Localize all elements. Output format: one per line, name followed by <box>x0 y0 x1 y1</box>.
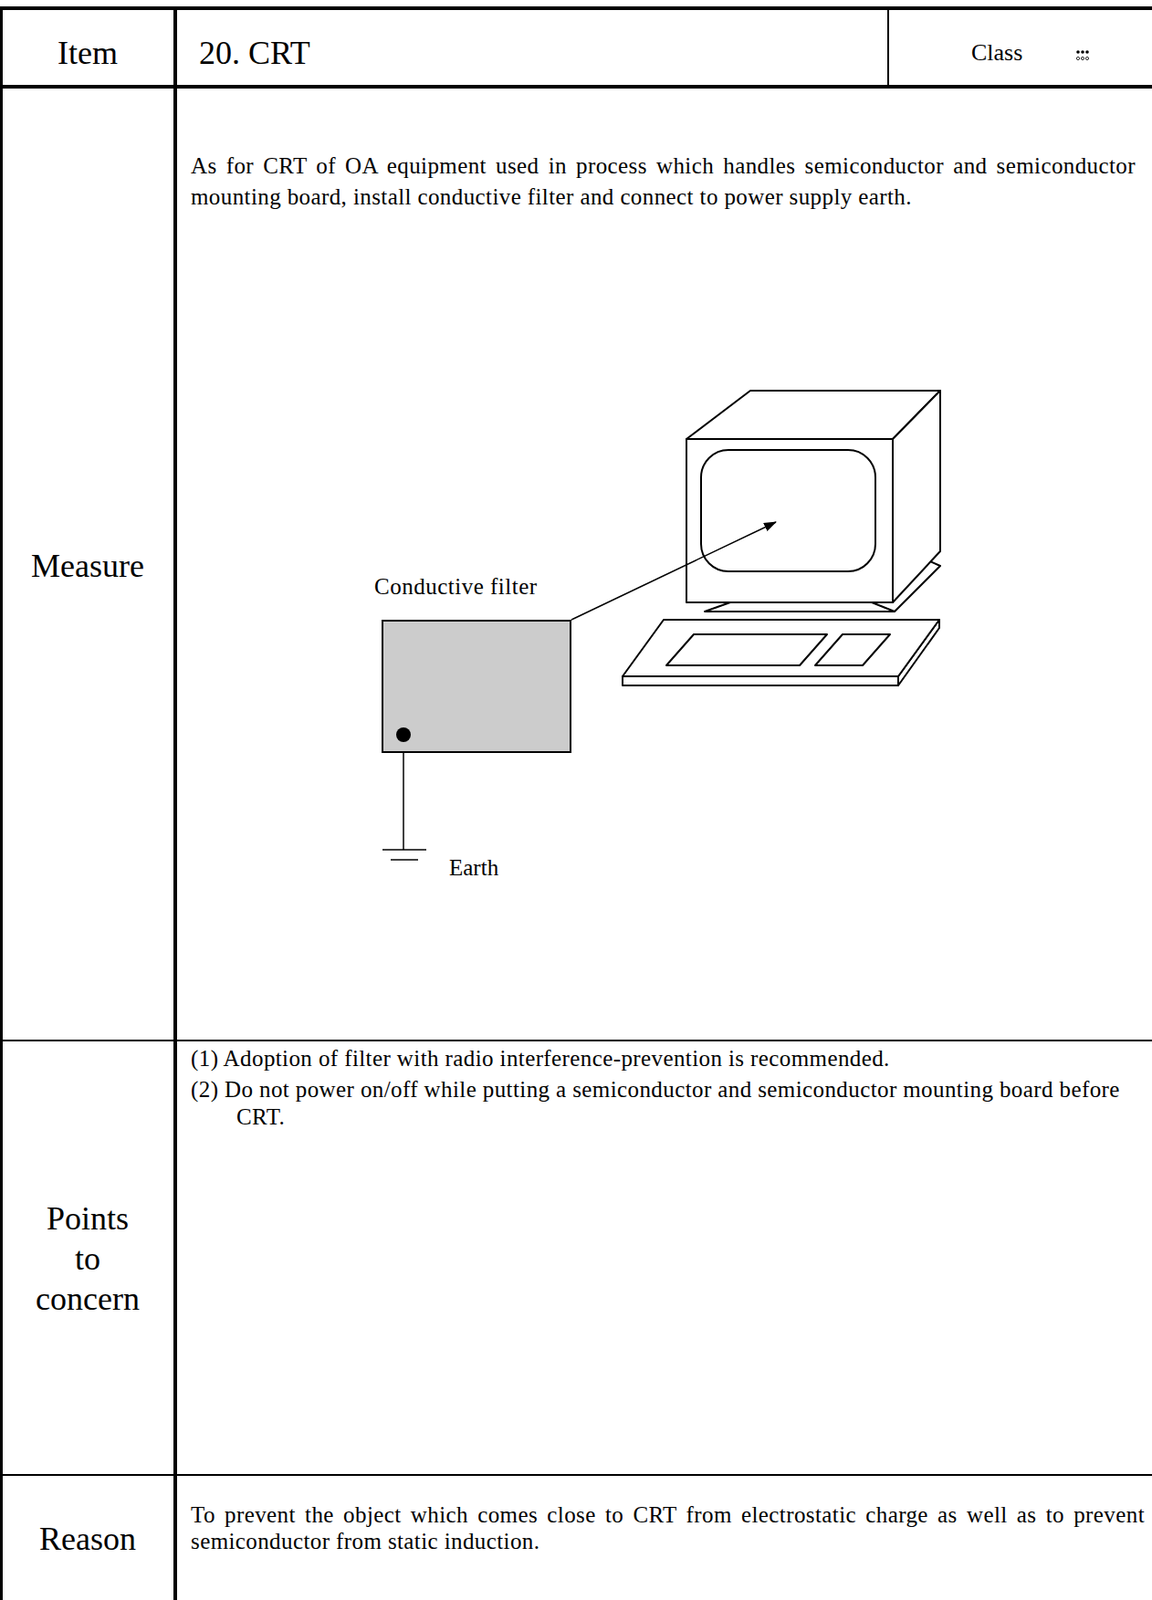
measure-text: As for CRT of OA equipment used in proce… <box>190 150 1136 213</box>
crt-monitor <box>686 390 941 612</box>
measure-text-cell: As for CRT of OA equipment used in proce… <box>190 150 1136 213</box>
item-title-cell: 20. CRT <box>198 13 875 93</box>
row-heading-cell: Measure <box>0 90 176 1041</box>
table-lines <box>0 8 1152 1600</box>
earth-label: Earth <box>449 855 499 881</box>
note-text: (2) Do not power on/off while putting a … <box>190 1076 1136 1132</box>
row-heading-cell: Item <box>0 13 176 93</box>
earth-label-cell: Earth <box>449 855 499 881</box>
row-heading-cell: Reason <box>0 1476 176 1600</box>
row-heading-cell: Points to concern <box>0 1042 176 1476</box>
keyboard <box>622 619 940 686</box>
class-label-cell: Class <box>971 13 1072 93</box>
row-heading: Measure <box>31 546 145 586</box>
reason-text: To prevent the object which comes close … <box>190 1501 1145 1555</box>
item-title: 20. CRT <box>198 33 311 73</box>
filter-label: Conductive filter <box>374 574 538 600</box>
connection-dot <box>396 727 411 743</box>
filter-box: Conductive filter <box>381 619 572 754</box>
note-text-cell: (1) Adoption of filter with radio interf… <box>190 1045 1136 1073</box>
class-label: Class <box>971 39 1023 67</box>
row-heading: Points to concern <box>35 1198 140 1320</box>
class-mark <box>1076 50 1090 60</box>
row-heading: Reason <box>39 1519 137 1559</box>
note-text-cell: (2) Do not power on/off while putting a … <box>190 1076 1136 1132</box>
row-heading: Item <box>57 33 118 73</box>
note-text: (1) Adoption of filter with radio interf… <box>190 1045 1136 1073</box>
leader-arrow <box>571 522 776 620</box>
earth-wire <box>382 734 427 860</box>
reason-text-cell: To prevent the object which comes close … <box>190 1501 1145 1555</box>
